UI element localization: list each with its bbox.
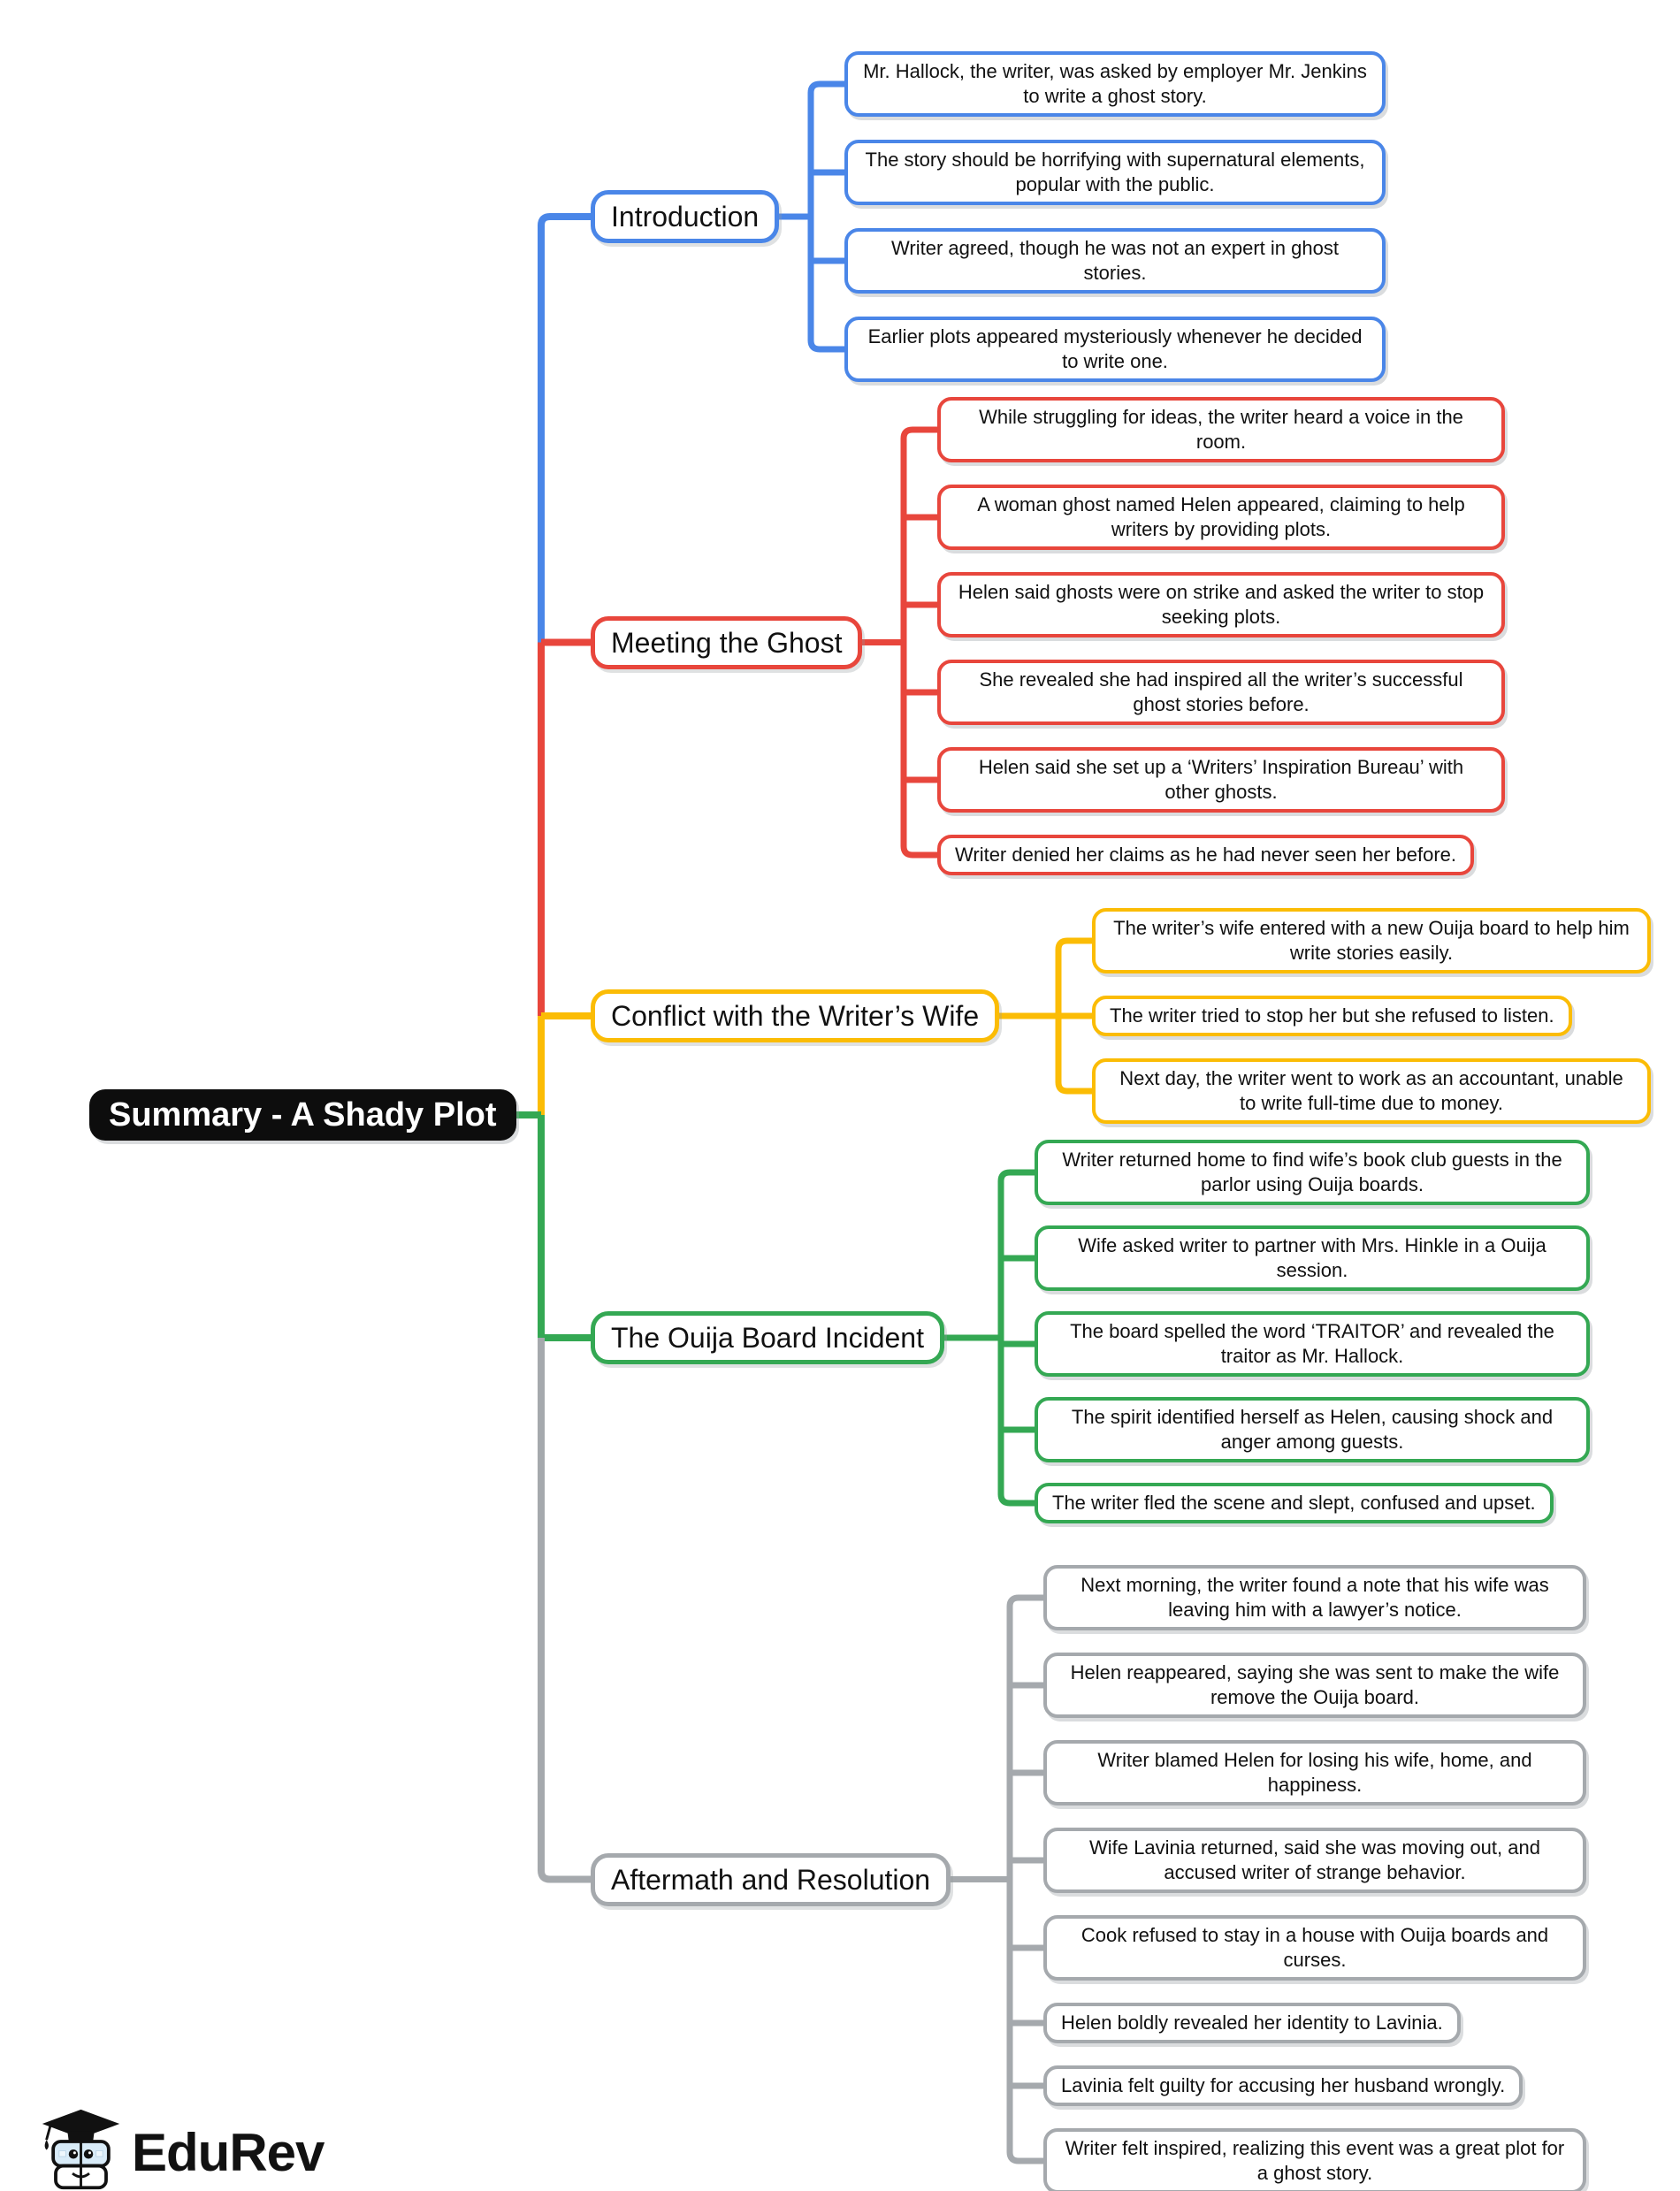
leaf-node: Helen reappeared, saying she was sent to… — [1043, 1653, 1586, 1718]
leaf-node: Writer agreed, though he was not an expe… — [844, 228, 1386, 294]
leaf-node: The spirit identified herself as Helen, … — [1035, 1397, 1590, 1462]
leaf-node: While struggling for ideas, the writer h… — [937, 397, 1505, 462]
branch-label-the-ouija-board-incident: The Ouija Board Incident — [591, 1311, 944, 1364]
leaf-node: The story should be horrifying with supe… — [844, 140, 1386, 205]
leaf-node: The board spelled the word ‘TRAITOR’ and… — [1035, 1311, 1590, 1377]
leaf-node: Lavinia felt guilty for accusing her hus… — [1043, 2065, 1523, 2106]
edurev-logo-text: EduRev — [132, 2122, 325, 2182]
leaf-node: Helen said ghosts were on strike and ask… — [937, 572, 1505, 637]
root-node: Summary - A Shady Plot — [89, 1089, 516, 1141]
leaf-node: Helen boldly revealed her identity to La… — [1043, 2003, 1461, 2043]
leaf-node: Mr. Hallock, the writer, was asked by em… — [844, 51, 1386, 117]
edurev-mascot-icon — [39, 2108, 123, 2191]
leaf-node: She revealed she had inspired all the wr… — [937, 660, 1505, 725]
branch-leaves-the-ouija-board-incident: Writer returned home to find wife’s book… — [1035, 1140, 1590, 1523]
leaf-node: Next morning, the writer found a note th… — [1043, 1565, 1586, 1630]
edurev-logo: EduRev — [39, 2108, 325, 2191]
leaf-node: Wife Lavinia returned, said she was movi… — [1043, 1828, 1586, 1893]
branch-label-conflict-with-the-writers-wife: Conflict with the Writer’s Wife — [591, 989, 1000, 1042]
leaf-node: Cook refused to stay in a house with Oui… — [1043, 1915, 1586, 1981]
branch-leaves-aftermath-and-resolution: Next morning, the writer found a note th… — [1043, 1565, 1586, 2191]
leaf-node: The writer fled the scene and slept, con… — [1035, 1483, 1554, 1523]
leaf-node: Next day, the writer went to work as an … — [1092, 1058, 1651, 1124]
leaf-node: Helen said she set up a ‘Writers’ Inspir… — [937, 747, 1505, 813]
leaf-node: The writer’s wife entered with a new Oui… — [1092, 908, 1651, 973]
branch-label-aftermath-and-resolution: Aftermath and Resolution — [591, 1853, 951, 1906]
leaf-node: Writer denied her claims as he had never… — [937, 835, 1475, 875]
leaf-node: Wife asked writer to partner with Mrs. H… — [1035, 1225, 1590, 1291]
leaf-node: Writer blamed Helen for losing his wife,… — [1043, 1740, 1586, 1805]
branch-leaves-introduction: Mr. Hallock, the writer, was asked by em… — [844, 51, 1386, 382]
branch-leaves-conflict-with-the-writers-wife: The writer’s wife entered with a new Oui… — [1092, 908, 1651, 1124]
branch-label-introduction: Introduction — [591, 190, 780, 243]
leaf-node: A woman ghost named Helen appeared, clai… — [937, 485, 1505, 550]
root-node-label: Summary - A Shady Plot — [109, 1096, 497, 1134]
leaf-node: Writer felt inspired, realizing this eve… — [1043, 2128, 1586, 2191]
leaf-node: Earlier plots appeared mysteriously when… — [844, 317, 1386, 382]
leaf-node: Writer returned home to find wife’s book… — [1035, 1140, 1590, 1205]
branch-label-meeting-the-ghost: Meeting the Ghost — [591, 616, 863, 669]
leaf-node: The writer tried to stop her but she ref… — [1092, 996, 1572, 1036]
branch-leaves-meeting-the-ghost: While struggling for ideas, the writer h… — [937, 397, 1505, 875]
